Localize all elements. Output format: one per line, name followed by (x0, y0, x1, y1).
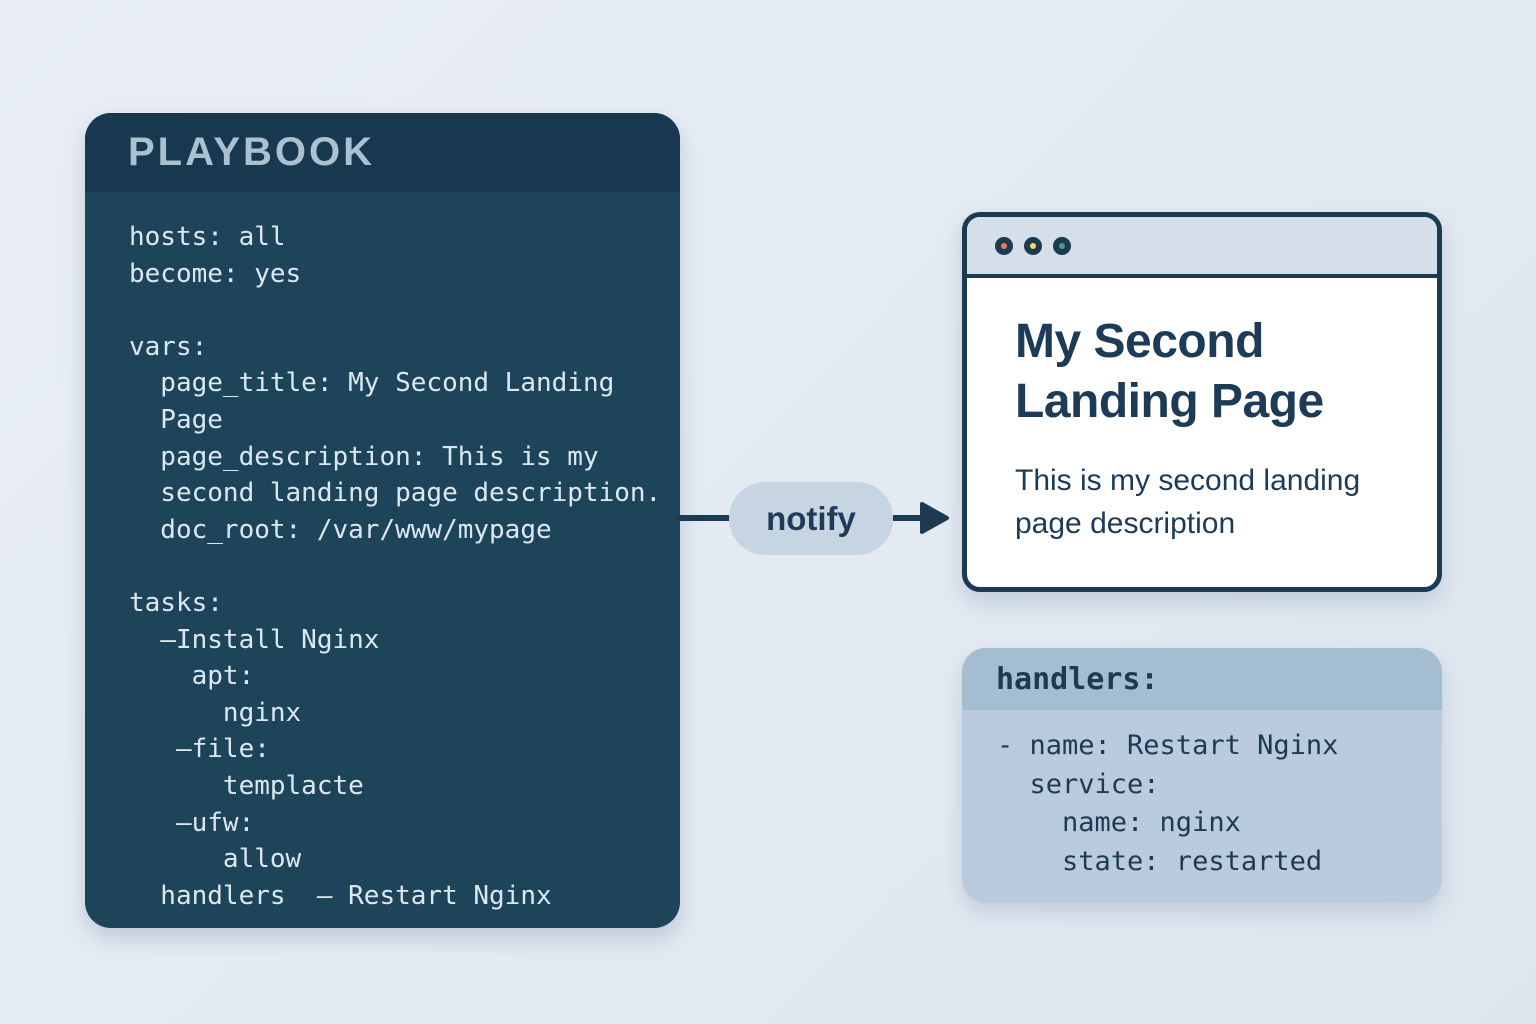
handlers-title: handlers: (996, 661, 1159, 697)
traffic-light-minimize-icon (1024, 236, 1042, 255)
playbook-yaml-code: hosts: all become: yes vars: page_title:… (129, 222, 662, 911)
playbook-panel-header: PLAYBOOK (85, 113, 680, 192)
landing-page-title: My Second Landing Page (1015, 315, 1324, 428)
playbook-panel: PLAYBOOK hosts: all become: yes vars: pa… (85, 113, 680, 928)
browser-page-content: My Second Landing Page This is my second… (967, 312, 1437, 545)
browser-titlebar (967, 217, 1437, 278)
notify-badge: notify (729, 482, 893, 555)
handlers-panel: handlers: - name: Restart Nginx service:… (962, 648, 1442, 903)
landing-page-description: This is my second landing page descripti… (1015, 464, 1361, 540)
handlers-yaml-code: - name: Restart Nginx service: name: ngi… (997, 730, 1339, 877)
traffic-light-maximize-icon (1053, 236, 1071, 255)
playbook-title: PLAYBOOK (128, 130, 376, 174)
handlers-panel-header: handlers: (962, 648, 1442, 710)
notify-arrow (676, 502, 949, 534)
browser-window: My Second Landing Page This is my second… (962, 212, 1442, 592)
arrow-head-icon (920, 502, 949, 534)
notify-badge-label: notify (766, 499, 856, 537)
traffic-light-close-icon (995, 236, 1013, 255)
